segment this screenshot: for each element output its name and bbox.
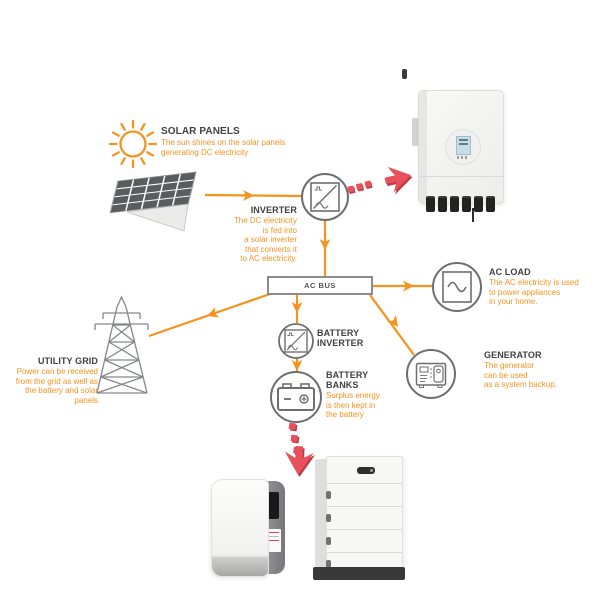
tower-front-face xyxy=(326,456,403,570)
generator-title: GENERATOR xyxy=(484,350,542,360)
inverter-side-connector xyxy=(412,118,421,146)
tower-battery-module xyxy=(326,552,402,575)
battery-banks-label: BATTERY BANKS Surplus energy is then kep… xyxy=(326,370,380,420)
battery-tower-product-image xyxy=(313,456,405,580)
tower-control-module xyxy=(327,457,402,483)
tower-battery-module xyxy=(326,506,402,529)
utility-grid-title: UTILITY GRID xyxy=(37,356,98,366)
inverter-body xyxy=(418,90,504,204)
flow-arrowheads xyxy=(207,190,414,371)
battery-inverter-label: BATTERY INVERTER xyxy=(317,328,363,348)
inverter-connectors xyxy=(426,196,495,212)
tower-display xyxy=(357,467,375,474)
ac-load-icon xyxy=(432,262,482,312)
solar-panels-title: SOLAR PANELS xyxy=(161,126,240,137)
inverter-label: INVERTER The DC electricity is fed into … xyxy=(234,205,297,264)
inverter-desc: The DC electricity is fed into a solar i… xyxy=(233,216,297,263)
generator-desc: The generator can be used as a system ba… xyxy=(484,361,557,389)
inverter-cable xyxy=(472,208,474,222)
battery-handle-slot xyxy=(268,492,279,519)
solar-panels-label: SOLAR PANELS The sun shines on the solar… xyxy=(161,127,285,157)
module-handle xyxy=(326,560,331,568)
utility-grid-desc: Power can be received from the grid as w… xyxy=(15,367,98,405)
battery-banks-icon xyxy=(270,371,322,423)
red-arrow-to-battery-products xyxy=(284,422,316,477)
utility-tower-illustration xyxy=(94,295,149,394)
inverter-icon xyxy=(301,173,349,221)
module-handle xyxy=(326,514,331,522)
battery-base-band xyxy=(212,555,268,576)
inverter-buttons xyxy=(457,156,469,159)
inverter-seam xyxy=(419,176,503,177)
battery-warning-label xyxy=(266,529,281,552)
tower-battery-module xyxy=(326,483,402,506)
utility-grid-label: UTILITY GRID Power can be received from … xyxy=(0,356,98,405)
ac-bus-box: AC BUS xyxy=(267,276,373,295)
generator-label: GENERATOR The generator can be used as a… xyxy=(484,350,557,390)
solar-panel-illustration xyxy=(109,171,197,232)
inverter-antenna xyxy=(402,69,407,79)
sun-icon xyxy=(108,119,158,169)
inverter-display-screen xyxy=(456,136,471,155)
inverter-title: INVERTER xyxy=(250,205,297,215)
tower-battery-module xyxy=(326,529,402,552)
battery-product-left-image xyxy=(211,479,285,577)
module-handle xyxy=(326,491,331,499)
red-arrow-to-inverter-product xyxy=(347,166,413,195)
battery-inverter-icon xyxy=(278,323,314,359)
inverter-side-panel xyxy=(419,91,427,203)
tower-base xyxy=(313,567,405,580)
hybrid-inverter-product-image xyxy=(402,69,506,222)
module-handle xyxy=(326,537,331,545)
battery-banks-title: BATTERY BANKS xyxy=(326,370,369,390)
ac-load-title: AC LOAD xyxy=(489,267,531,277)
ac-load-desc: The AC electricity is used to power appl… xyxy=(489,278,579,306)
ac-load-label: AC LOAD The AC electricity is used to po… xyxy=(489,267,579,307)
generator-icon xyxy=(406,349,456,399)
battery-inverter-title: BATTERY INVERTER xyxy=(317,328,364,348)
ac-bus-label: AC BUS xyxy=(304,281,336,290)
battery-banks-desc: Surplus energy is then kept in the batte… xyxy=(326,391,380,419)
inverter-display-ring xyxy=(445,129,481,165)
solar-panels-desc: The sun shines on the solar panels gener… xyxy=(161,138,286,157)
battery-front-face xyxy=(211,479,269,577)
